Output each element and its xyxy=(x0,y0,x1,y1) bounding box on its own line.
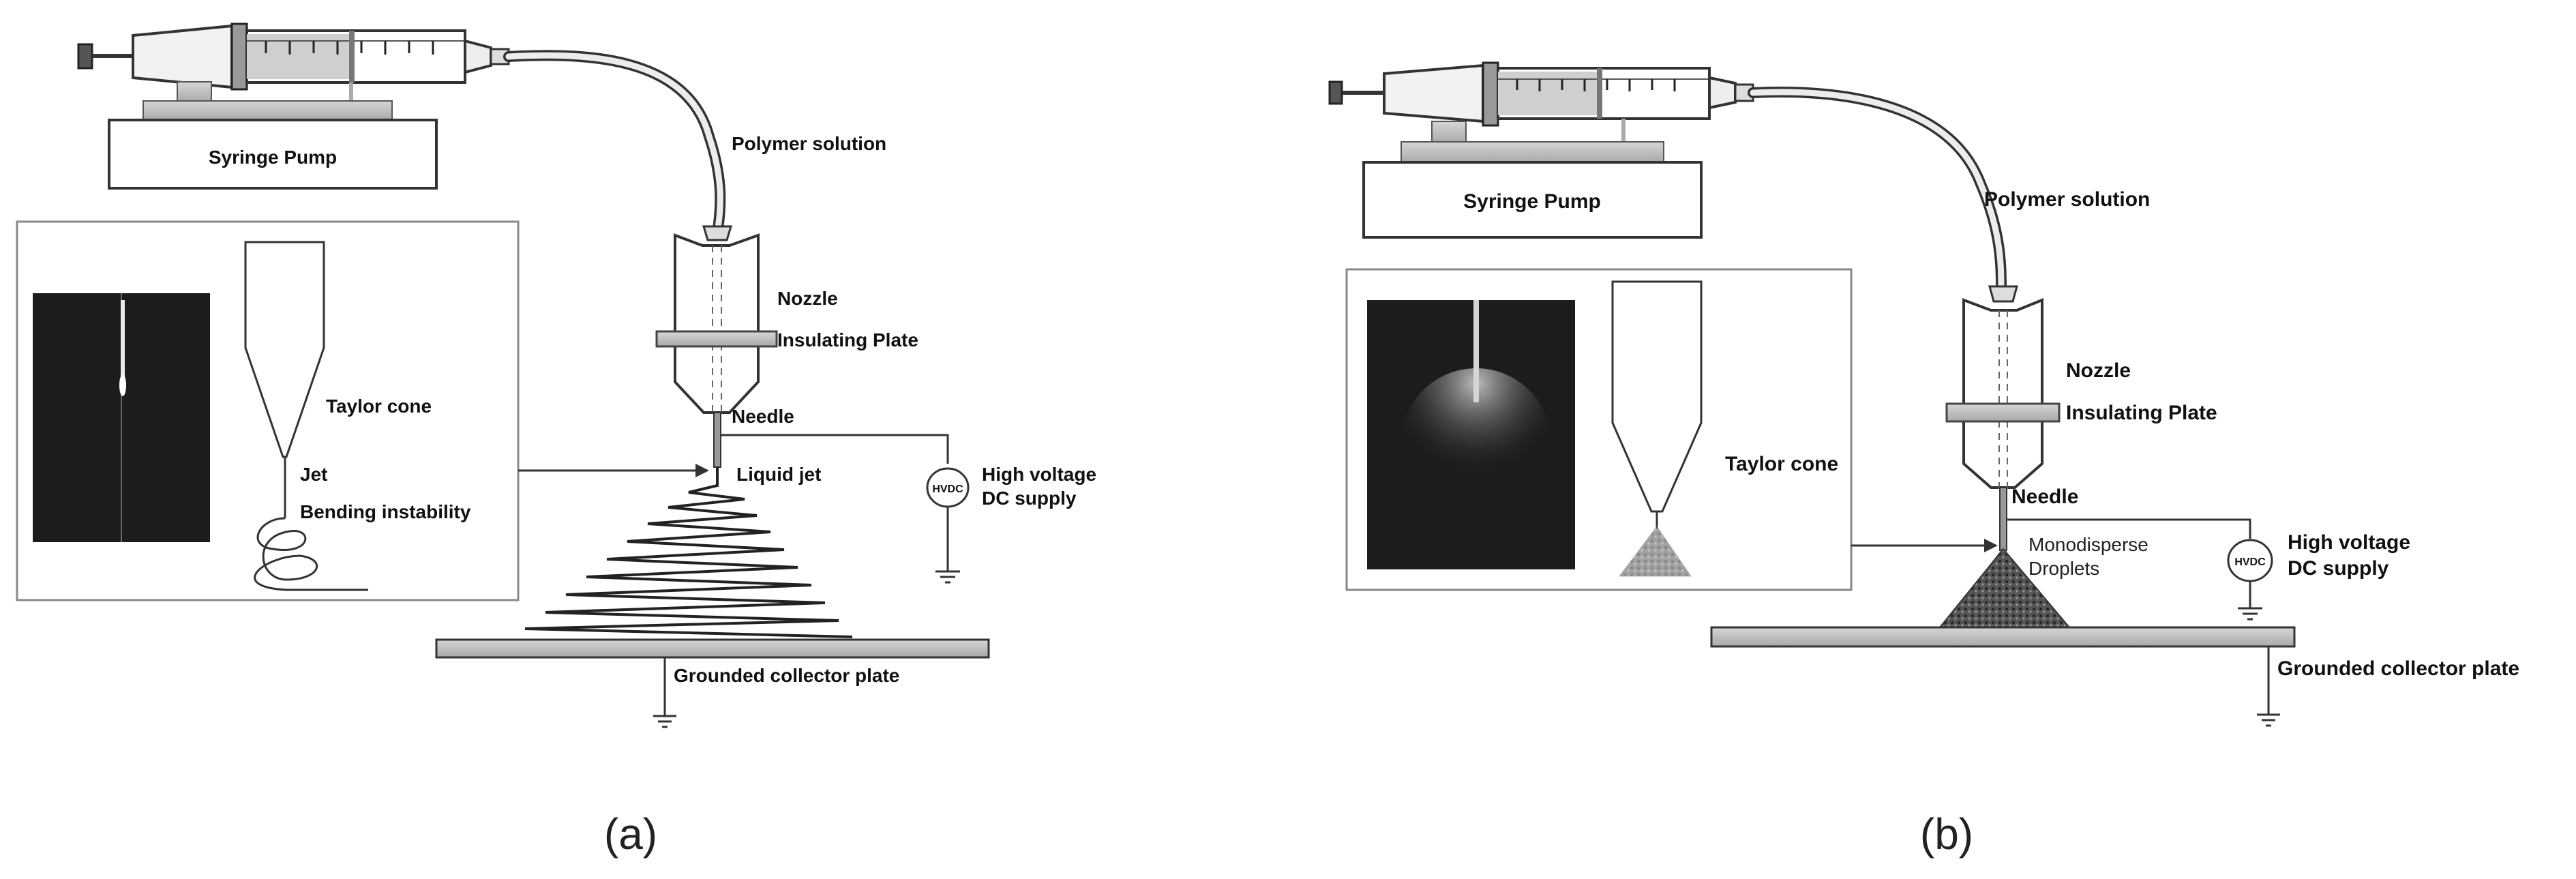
syringe-b xyxy=(1328,61,1754,146)
nozzle-label: Nozzle xyxy=(2066,359,2131,382)
grounded-collector-label: Grounded collector plate xyxy=(674,665,899,686)
syringe-pump-label: Syringe Pump xyxy=(209,147,337,168)
tube-a xyxy=(503,50,726,234)
tube-b xyxy=(1748,87,2007,295)
collector-plate-b xyxy=(1710,626,2296,648)
hvdc-label: HVDC xyxy=(2234,556,2266,568)
caption-a: (a) xyxy=(604,809,657,859)
bending-jet-a xyxy=(524,467,853,638)
ground-a xyxy=(653,657,676,728)
nozzle-label: Nozzle xyxy=(777,288,838,309)
grounded-collector-label: Grounded collector plate xyxy=(2277,657,2519,680)
dc-supply-label: DC supply xyxy=(2288,557,2389,580)
dc-supply-label: DC supply xyxy=(982,488,1077,509)
hv-wire-b xyxy=(2007,518,2251,539)
hv-wire-a xyxy=(721,434,949,464)
nozzle-b xyxy=(1945,285,2061,551)
collector-plate-a xyxy=(435,638,990,659)
polymer-solution-label: Polymer solution xyxy=(732,133,886,154)
inset-b: Taylor cone xyxy=(1345,268,1853,591)
taylor-cone-label: Taylor cone xyxy=(326,396,432,417)
needle-label: Needle xyxy=(2011,486,2078,508)
hvdc-a: HVDC xyxy=(926,467,970,584)
nozzle-a xyxy=(655,225,778,468)
polymer-solution-label: Polymer solution xyxy=(1984,188,2150,211)
syringe-pump-b: Syringe Pump xyxy=(1362,121,1703,239)
taylor-cone-label: Taylor cone xyxy=(1725,453,1838,475)
needle-label: Needle xyxy=(732,406,794,427)
droplet-cluster-b xyxy=(1618,526,1692,577)
high-voltage-label: High voltage xyxy=(982,464,1096,485)
caption-b: (b) xyxy=(1920,809,1973,859)
insulating-plate-label: Insulating Plate xyxy=(2066,402,2217,424)
bending-instability-label: Bending instability xyxy=(300,501,471,522)
jet-label: Jet xyxy=(300,464,327,485)
ground-b xyxy=(2257,646,2280,727)
monodisperse-label: Monodisperse xyxy=(2028,534,2148,555)
panel-b: Syringe Pump Polymer solution Nozzle Ins… xyxy=(1328,61,2519,859)
liquid-jet-label: Liquid jet xyxy=(736,464,821,485)
syringe-pump-label: Syringe Pump xyxy=(1463,190,1601,213)
high-voltage-label: High voltage xyxy=(2288,531,2410,554)
insulating-plate-label: Insulating Plate xyxy=(777,329,918,351)
syringe-pump-a: Syringe Pump xyxy=(108,81,438,190)
inset-a: Taylor cone Jet Bending instability xyxy=(16,220,520,601)
hvdc-label: HVDC xyxy=(932,483,963,495)
droplets-label: Droplets xyxy=(2028,558,2099,579)
taylor-cone-drawing-b xyxy=(1611,280,1703,513)
panel-a: Syringe Pump Polymer solution Nozzle Ins… xyxy=(16,23,1096,859)
syringe-a xyxy=(77,23,510,104)
taylor-cone-drawing-a xyxy=(244,241,325,458)
hvdc-b: HVDC xyxy=(2227,539,2273,621)
